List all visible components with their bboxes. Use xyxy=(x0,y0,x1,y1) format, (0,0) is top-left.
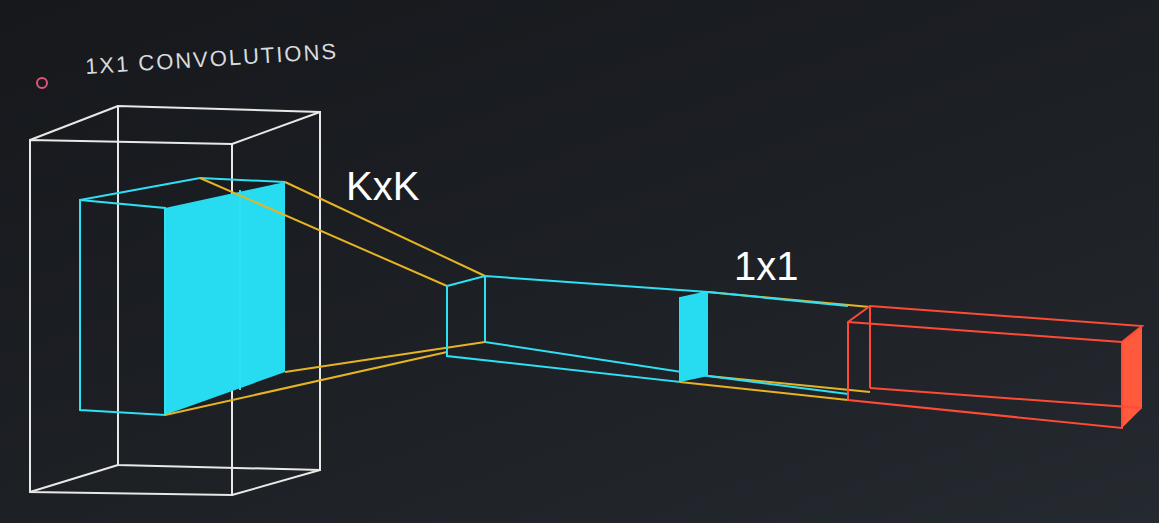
input-volume xyxy=(30,106,320,495)
bullet-dot xyxy=(37,78,47,88)
pixel-slice xyxy=(680,292,708,382)
kernel-block xyxy=(80,178,285,415)
kernel-size-label: 1x1 xyxy=(734,244,799,289)
projection-lines xyxy=(165,178,485,415)
output-bar xyxy=(848,306,1142,428)
feature-bar-tail xyxy=(708,292,848,394)
kernel-size-label: KxK xyxy=(346,164,419,209)
diagram-title: 1X1 CONVOLUTIONS xyxy=(84,39,338,80)
projection-lines-1x1 xyxy=(680,292,870,400)
feature-bar xyxy=(447,276,708,382)
